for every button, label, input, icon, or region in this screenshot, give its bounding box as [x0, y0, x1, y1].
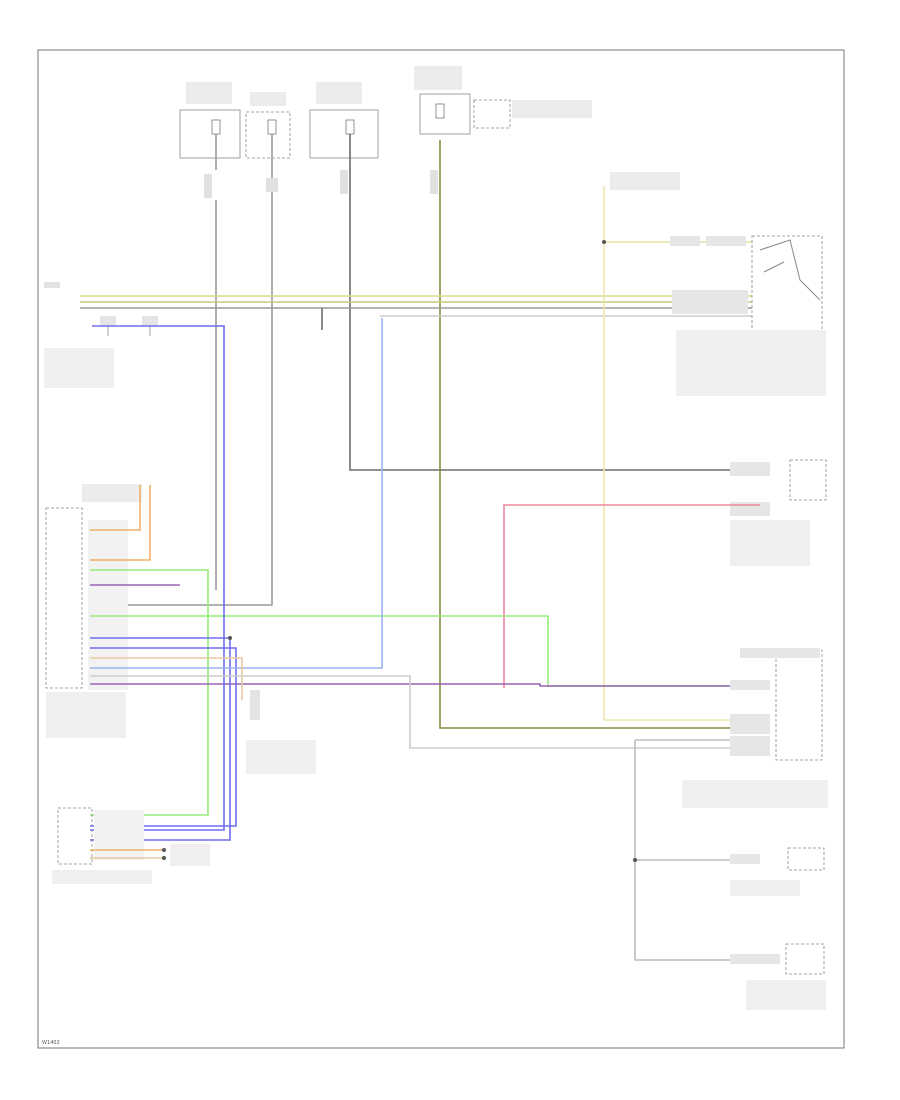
fuse-block-left [179, 82, 379, 159]
wire-grey-1 [90, 675, 760, 749]
connector-top-left [44, 282, 158, 388]
switch-module-top-right [602, 172, 826, 721]
fuse-1 [211, 119, 221, 135]
wire-fuse4-down [439, 140, 760, 729]
diagram-border [37, 49, 845, 1049]
switch-bottom-right-1 [730, 847, 825, 896]
fuse-4 [435, 103, 445, 119]
wire-blue-3 [90, 647, 237, 827]
switch-bottom-right-2 [730, 943, 826, 1010]
bus-wires [80, 295, 752, 330]
wire-purple-long [90, 683, 760, 687]
wire-blue-2 [90, 637, 231, 841]
wire-fuse2-down [90, 134, 273, 606]
wire-light-blue [90, 318, 383, 669]
wire-fuse3-down [349, 134, 760, 471]
footer-code: W1402 [42, 1040, 60, 1046]
fuse-2 [267, 119, 277, 135]
wire-green-1 [90, 569, 209, 816]
fuse-block-right [414, 66, 592, 135]
selector-lever-sensor [682, 648, 828, 808]
wire-orange-1 [90, 485, 141, 531]
wire-grey-2 [634, 739, 760, 961]
transmission-control-module [45, 484, 316, 774]
fuse-3 [345, 119, 355, 135]
wire-tan [90, 657, 243, 700]
sensor-right-middle [503, 459, 827, 688]
wire-orange-2 [90, 485, 151, 561]
connector-bottom-left [52, 807, 210, 884]
